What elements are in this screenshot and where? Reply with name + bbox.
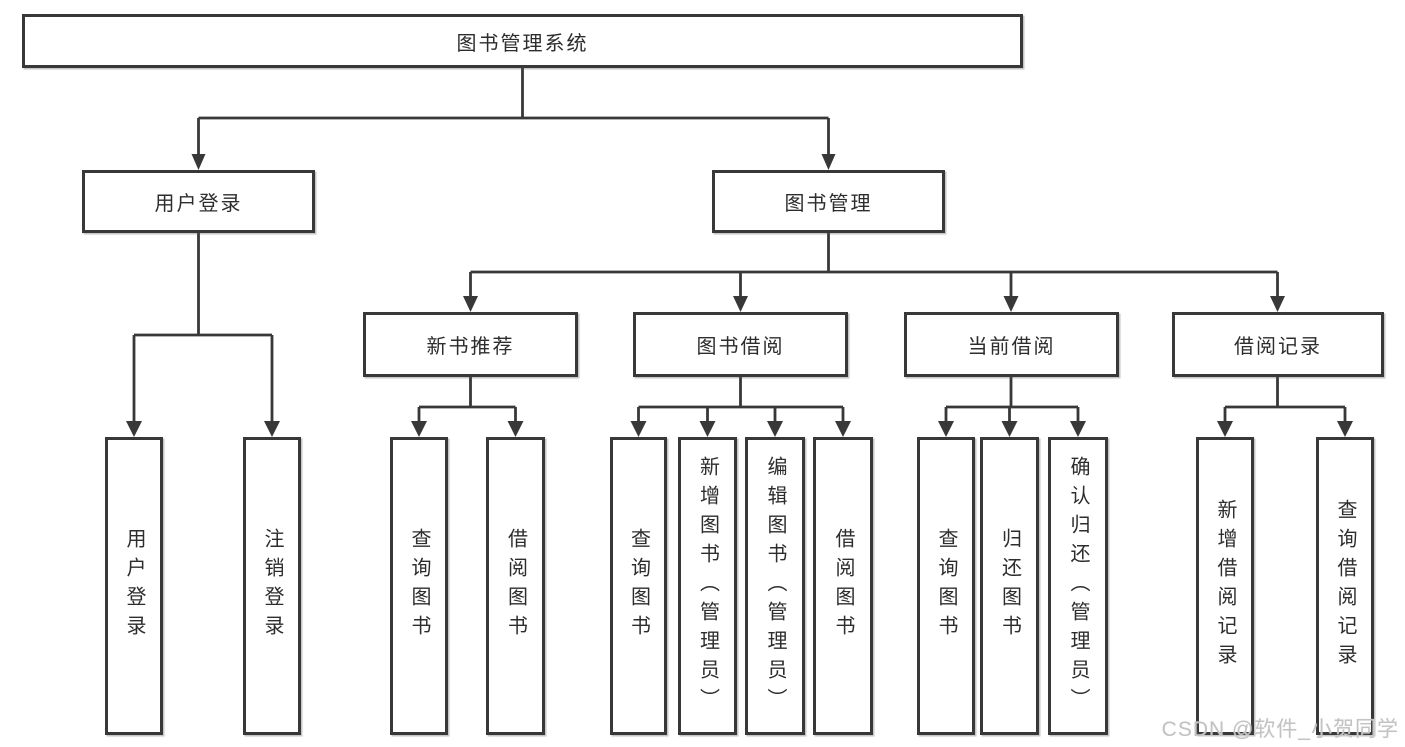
- leaf-rec-borrow-books: 借阅图书: [486, 437, 545, 735]
- leaf-confirm-return-admin: 确认归还（管理员）: [1048, 437, 1108, 735]
- node-library-management-system: 图书管理系统: [22, 14, 1023, 68]
- arrowhead-current-return: [1001, 421, 1018, 437]
- arrowhead-leaf-user-login: [126, 421, 142, 437]
- arrowhead-new-book-rec: [463, 296, 478, 312]
- leaf-query-borrow-record: 查询借阅记录: [1316, 437, 1374, 735]
- leaf-add-book-admin: 新增图书（管理员）: [678, 437, 737, 735]
- node-new-book-recommendation: 新书推荐: [363, 312, 578, 377]
- node-book-management: 图书管理: [712, 170, 945, 233]
- arrowhead-borrow-edit: [767, 421, 783, 437]
- node-borrowing-records: 借阅记录: [1172, 312, 1384, 377]
- node-current-borrowing: 当前借阅: [904, 312, 1119, 377]
- leaf-current-query-books: 查询图书: [917, 437, 975, 735]
- leaf-edit-book-admin: 编辑图书（管理员）: [745, 437, 805, 735]
- arrowhead-records-add: [1217, 421, 1233, 437]
- leaf-rec-query-books: 查询图书: [390, 437, 448, 735]
- leaf-logout: 注销登录: [243, 437, 301, 735]
- leaf-user-login: 用户登录: [105, 437, 163, 735]
- leaf-borrowing-query-books: 查询图书: [610, 437, 667, 735]
- arrowhead-borrow-query: [630, 421, 647, 437]
- arrowhead-rec-borrow: [507, 421, 524, 437]
- node-user-login: 用户登录: [82, 170, 315, 233]
- arrowhead-book-borrowing: [733, 296, 748, 312]
- arrowhead-book-management: [821, 154, 836, 170]
- leaf-return-books: 归还图书: [980, 437, 1039, 735]
- arrowhead-rec-query: [411, 421, 427, 437]
- arrowhead-leaf-logout: [264, 421, 280, 437]
- arrowhead-current-borrowing: [1003, 296, 1019, 312]
- node-book-borrowing: 图书借阅: [633, 312, 848, 377]
- arrowhead-user-login: [191, 154, 206, 170]
- arrowhead-records-query: [1337, 421, 1353, 437]
- arrowhead-current-confirm: [1070, 421, 1086, 437]
- arrowhead-borrowing-records: [1270, 296, 1285, 312]
- leaf-borrowing-borrow-books: 借阅图书: [813, 437, 873, 735]
- leaf-add-borrow-record: 新增借阅记录: [1196, 437, 1254, 735]
- arrowhead-borrow-borrow: [835, 421, 851, 437]
- arrowhead-current-query: [938, 421, 954, 437]
- arrowhead-borrow-add: [699, 421, 716, 437]
- csdn-watermark: CSDN @软件_小贺同学: [1161, 718, 1399, 741]
